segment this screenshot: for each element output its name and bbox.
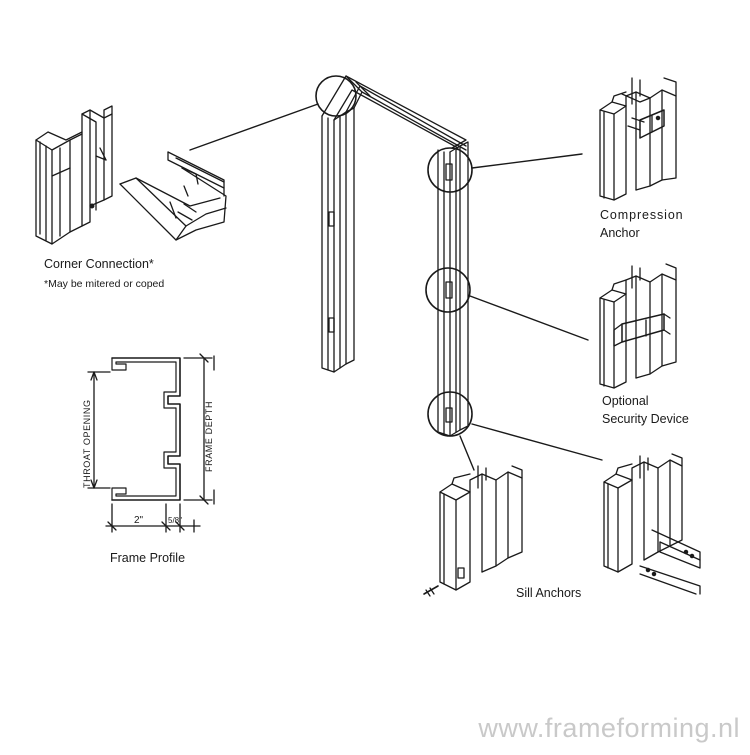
frame-depth-label: FRAME DEPTH bbox=[204, 401, 214, 472]
compression-anchor-label-1: Compression bbox=[600, 208, 684, 222]
frame-profile-drawing bbox=[87, 353, 215, 533]
compression-anchor-label-2: Anchor bbox=[600, 226, 640, 240]
dim-5-8-label: 5/8" bbox=[168, 516, 182, 525]
compression-anchor-detail bbox=[599, 77, 677, 201]
corner-connection-label: Corner Connection* bbox=[44, 257, 154, 271]
corner-connection-detail bbox=[35, 105, 227, 245]
security-device-label: Security Device bbox=[602, 412, 689, 426]
throat-opening-label: THROAT OPENING bbox=[82, 399, 92, 488]
dim-2in-label: 2" bbox=[134, 515, 144, 526]
watermark: www.frameforming.nl bbox=[478, 713, 740, 743]
sill-anchor-detail-left bbox=[423, 465, 523, 597]
corner-note-label: *May be mitered or coped bbox=[44, 278, 165, 290]
main-door-frame bbox=[189, 75, 603, 471]
frame-profile-label: Frame Profile bbox=[110, 551, 186, 565]
sill-anchors-label: Sill Anchors bbox=[516, 586, 582, 600]
sill-anchor-detail-right bbox=[603, 453, 701, 595]
security-device-detail bbox=[599, 263, 677, 389]
optional-label: Optional bbox=[602, 394, 649, 408]
